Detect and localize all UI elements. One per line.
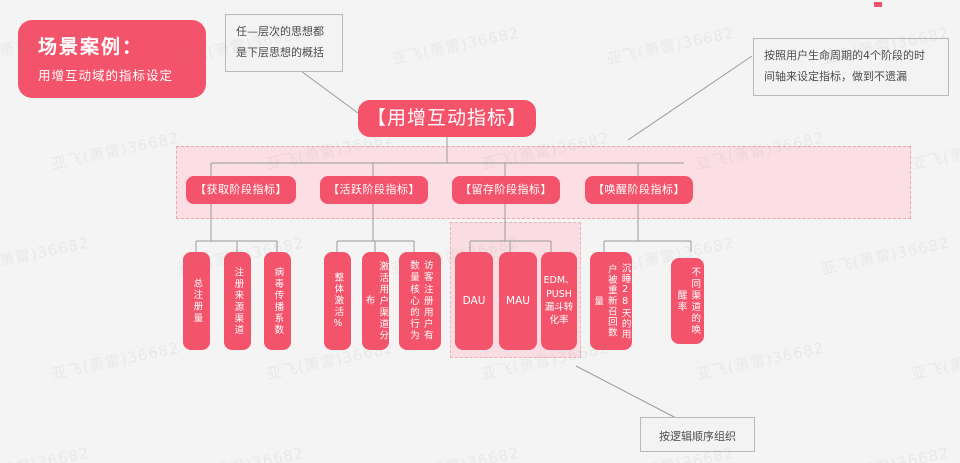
root-card[interactable]: 【用增互动指标】 (358, 100, 536, 137)
phase-card-acquire[interactable]: 【获取阶段指标】 (186, 176, 296, 204)
phase-card-awaken[interactable]: 【唤醒阶段指标】 (585, 176, 693, 204)
leaf-card-edm-push-funnel[interactable]: EDM、PUSH 漏斗转化率 (541, 252, 577, 350)
scenario-title-chip: 场景案例： 用增互动域的指标设定 (18, 20, 206, 98)
phase-card-retain[interactable]: 【留存阶段指标】 (452, 176, 560, 204)
phase-card-active[interactable]: 【活跃阶段指标】 (320, 176, 428, 204)
leaf-card-viral-coefficient[interactable]: 病毒传播系数 (264, 252, 291, 350)
leaf-card-registered-core-behavior-visits[interactable]: 访客数量 注册用户有核心的行为 (399, 252, 441, 350)
leaf-label-visits: 注册用户有核心的行为 (408, 283, 433, 342)
leaf-label-edm-push: EDM、PUSH (543, 275, 575, 300)
scenario-title-line1: 场景案例： (38, 36, 144, 58)
leaf-card-registration-source-channel[interactable]: 注册来源渠道 (224, 252, 251, 350)
leaf-card-activated-user-channel-distribution[interactable]: 激活用户渠道分布 (362, 252, 389, 350)
leaf-label-core-behavior: 访客数量 (408, 260, 433, 284)
leaf-label-funnel-rate: 漏斗转化率 (544, 302, 574, 327)
note-logic-order: 按逻辑顺序组织 (640, 417, 755, 452)
note-hierarchy: 任—层次的思想都 是下层思想的概括 (225, 14, 343, 72)
leaf-card-total-registrations[interactable]: 总注册量 (183, 252, 210, 350)
leaf-card-dau[interactable]: DAU (455, 252, 493, 350)
leaf-card-mau[interactable]: MAU (499, 252, 537, 350)
top-marker (874, 2, 882, 7)
note-lifecycle: 按照用户生命周期的4个阶段的时 间轴来设定指标，做到不遗漏 (753, 38, 949, 96)
leaf-card-overall-activation-rate[interactable]: 整体激活% (324, 252, 351, 350)
leaf-card-dormant-28d-recalled[interactable]: 沉睡28天的用户被重新召回数量 (590, 252, 632, 350)
leaf-card-channel-awaken-rate[interactable]: 不同渠道的唤醒率 (671, 258, 704, 344)
scenario-title-line2: 用增互动域的指标设定 (38, 68, 174, 83)
